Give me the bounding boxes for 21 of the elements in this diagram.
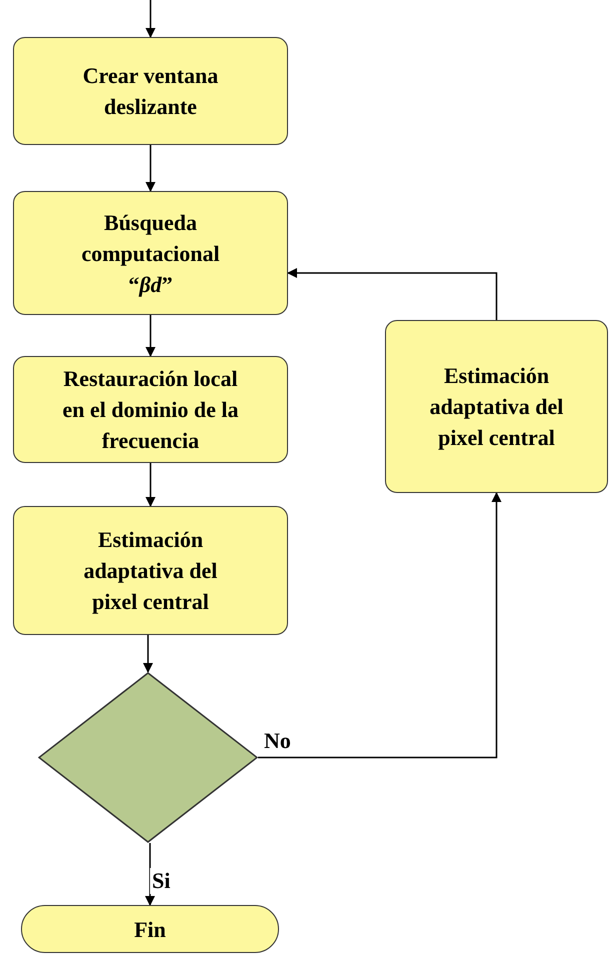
process-box bbox=[13, 506, 288, 635]
process-box bbox=[385, 320, 608, 493]
process-box bbox=[13, 356, 288, 463]
arrow bbox=[146, 315, 156, 357]
arrow bbox=[146, 463, 156, 507]
process-box bbox=[13, 191, 288, 315]
arrow bbox=[258, 492, 502, 758]
process-box bbox=[13, 37, 288, 145]
arrow bbox=[146, 0, 156, 38]
arrow bbox=[146, 145, 156, 192]
node-text: Estimación adaptativa del pixel central bbox=[82, 526, 218, 616]
arrow bbox=[287, 268, 498, 320]
node-text: Crear ventana deslizante bbox=[82, 62, 220, 121]
arrow bbox=[145, 843, 155, 906]
arrow bbox=[143, 635, 153, 673]
terminal-box bbox=[21, 905, 279, 953]
node-text: Fin bbox=[134, 916, 166, 944]
node-text: Estimación adaptativa del pixel central bbox=[428, 362, 564, 452]
edge-label: Si bbox=[150, 868, 172, 894]
node-text: Búsqueda computacional “βd” bbox=[80, 208, 221, 299]
node-text: Restauración local en el dominio de la frecuencia bbox=[61, 365, 240, 455]
